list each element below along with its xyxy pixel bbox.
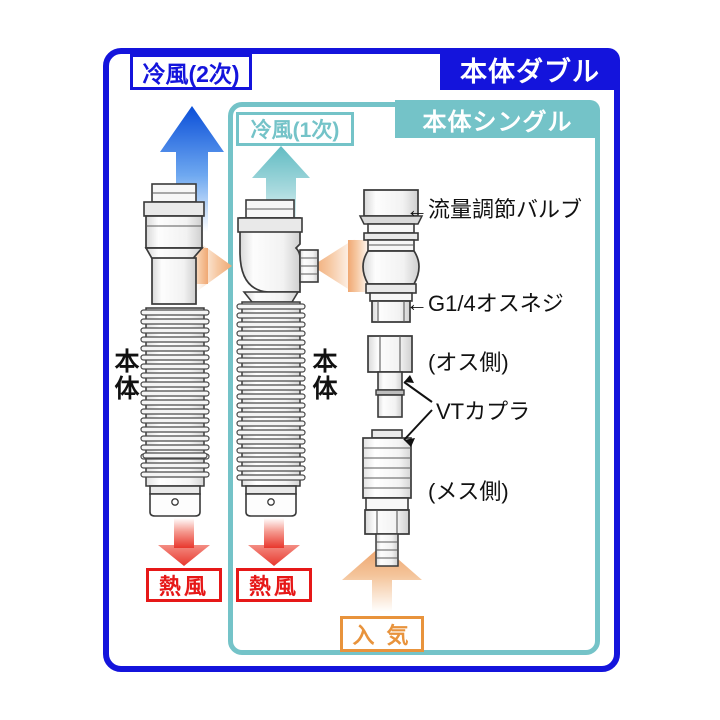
arrow-down-red-icon-left	[158, 518, 210, 566]
vortex-tube-left	[140, 183, 210, 517]
callout-male-side: (オス側)	[428, 350, 509, 375]
vt-coupler-female	[362, 429, 412, 567]
callout-female-side: (メス側)	[428, 479, 509, 504]
header-body-double: 本体ダブル	[440, 48, 620, 90]
vt-coupler-male	[367, 335, 413, 418]
callout-flow-control-valve: ←流量調節バルブ	[406, 197, 583, 222]
frame-body-double	[103, 48, 620, 672]
label-hot-air-left: 熱風	[146, 568, 222, 602]
header-body-single: 本体シングル	[395, 100, 600, 138]
fin-stack-left	[140, 307, 210, 487]
vortex-tube-right	[236, 199, 319, 517]
callout-g14-male-thread: ←G1/4オスネジ	[406, 291, 564, 316]
arrow-left-orange-icon	[312, 238, 370, 294]
label-air-intake: 入 気	[340, 616, 424, 652]
arrow-down-red-icon-right	[248, 518, 300, 566]
label-hot-air-right: 熱風	[236, 568, 312, 602]
flow-control-valve	[358, 189, 424, 323]
label-body-left: 本体	[111, 348, 139, 402]
vt-leader-lines	[403, 375, 433, 447]
label-cold-air-primary: 冷風(1次)	[236, 112, 354, 146]
label-cold-air-secondary: 冷風(2次)	[130, 54, 252, 90]
fin-stack-right	[236, 301, 306, 487]
arrow-up-orange-icon	[342, 545, 422, 612]
callout-vt-coupler: VTカプラ	[436, 399, 531, 424]
label-body-right: 本体	[309, 348, 337, 402]
